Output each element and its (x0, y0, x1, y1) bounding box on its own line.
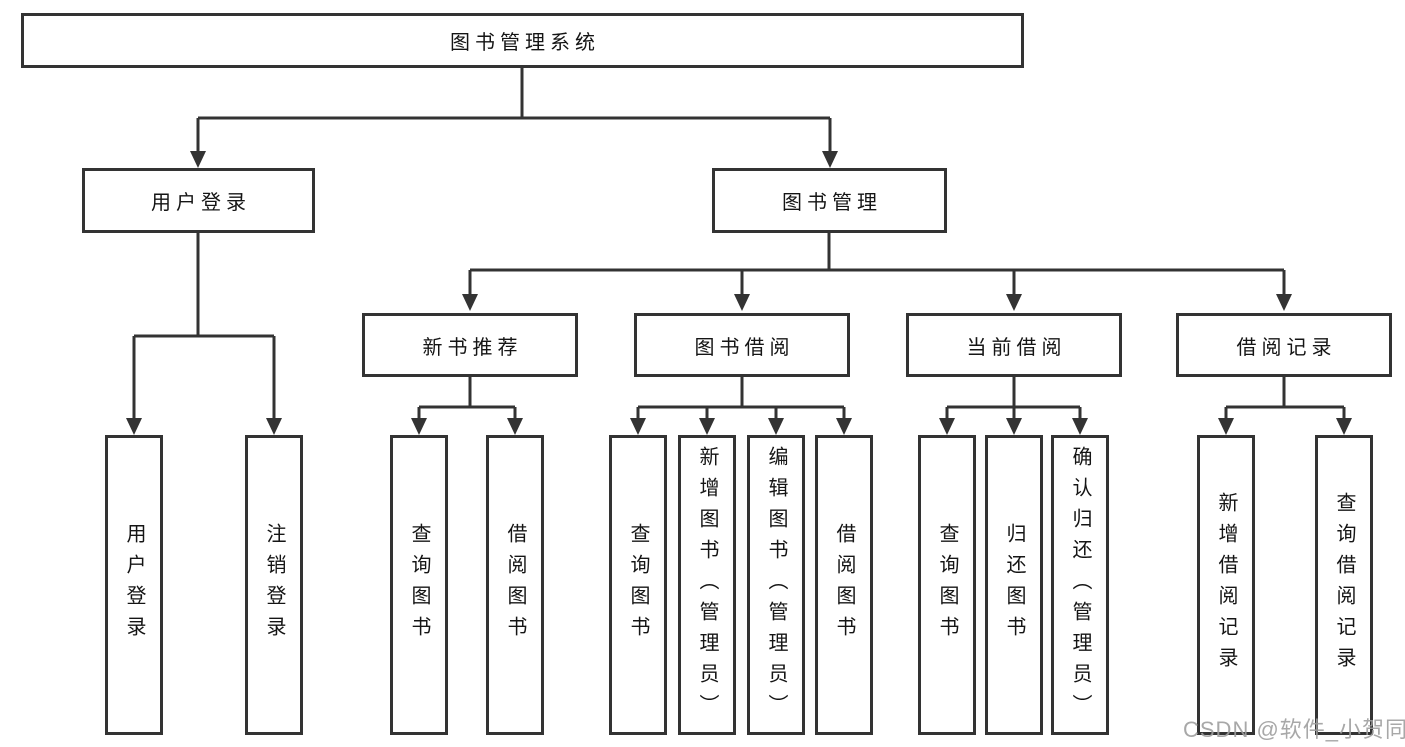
leaf-confirm-return-admin: 确认归还（管理员） (1051, 435, 1109, 735)
leaf-query-books: 查询图书 (609, 435, 667, 735)
node-label: 查询借阅记录 (1333, 492, 1355, 678)
leaf-return-books: 归还图书 (985, 435, 1043, 735)
node-current-borrowing: 当前借阅 (906, 313, 1122, 377)
node-book-management: 图书管理 (712, 168, 947, 233)
leaf-edit-books-admin: 编辑图书（管理员） (747, 435, 805, 735)
node-borrowing-records: 借阅记录 (1176, 313, 1392, 377)
node-label: 编辑图书（管理员） (765, 445, 787, 725)
leaf-user-login: 用户登录 (105, 435, 163, 735)
node-label: 新书推荐 (422, 336, 523, 359)
node-label: 借阅记录 (1236, 336, 1337, 359)
leaf-borrow-books: 借阅图书 (486, 435, 544, 735)
leaf-add-borrow-record: 新增借阅记录 (1197, 435, 1255, 735)
node-label: 用户登录 (123, 523, 145, 647)
leaf-query-borrow-record: 查询借阅记录 (1315, 435, 1373, 735)
leaf-logout: 注销登录 (245, 435, 303, 735)
node-book-borrowing: 图书借阅 (634, 313, 850, 377)
connector-lines (132, 68, 1346, 419)
csdn-watermark: CSDN @软件_小贺同学 (1183, 717, 1405, 742)
node-label: 查询图书 (627, 523, 649, 647)
node-label: 当前借阅 (966, 336, 1067, 359)
node-label: 借阅图书 (833, 523, 855, 647)
node-library-management-system: 图书管理系统 (21, 13, 1024, 68)
leaf-add-books-admin: 新增图书（管理员） (678, 435, 736, 735)
leaf-query-books: 查询图书 (918, 435, 976, 735)
node-label: 图书管理系统 (450, 32, 600, 54)
leaf-borrow-books: 借阅图书 (815, 435, 873, 735)
node-label: 用户登录 (151, 192, 251, 214)
node-label: 新增图书（管理员） (696, 445, 718, 725)
node-label: 图书借阅 (694, 336, 795, 359)
node-label: 查询图书 (936, 523, 958, 647)
leaf-query-books: 查询图书 (390, 435, 448, 735)
node-label: 新增借阅记录 (1215, 492, 1237, 678)
node-user-login-group: 用户登录 (82, 168, 315, 233)
node-label: 借阅图书 (504, 523, 526, 647)
node-label: 注销登录 (263, 523, 285, 647)
node-label: 查询图书 (408, 523, 430, 647)
node-new-book-recommendation: 新书推荐 (362, 313, 578, 377)
node-label: 归还图书 (1003, 523, 1025, 647)
node-label: 图书管理 (782, 192, 882, 214)
node-label: 确认归还（管理员） (1069, 445, 1091, 725)
